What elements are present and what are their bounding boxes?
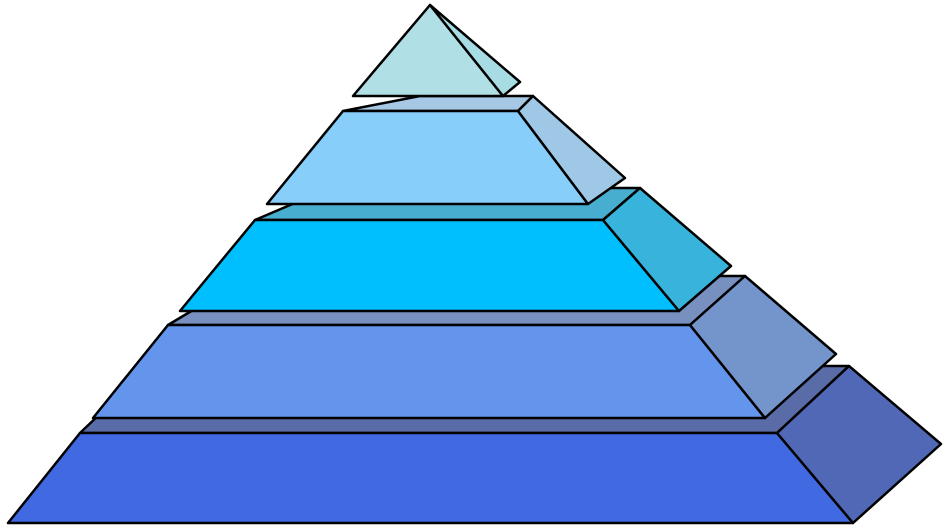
level-2-front-face — [91, 323, 767, 420]
pyramid-level-4 — [265, 94, 627, 206]
level-4-side-face — [516, 94, 627, 206]
level-2-side-face — [688, 274, 838, 420]
level-5-side-face — [428, 3, 522, 98]
pyramid-level-5 — [351, 3, 522, 98]
pyramid-level-3 — [178, 186, 733, 313]
level-3-front-face — [178, 218, 681, 313]
level-1-side-face — [775, 364, 943, 525]
level-4-top-face — [341, 94, 535, 113]
level-1-front-face — [6, 431, 855, 525]
pyramid-level-2 — [91, 274, 838, 420]
level-3-side-face — [601, 186, 733, 313]
